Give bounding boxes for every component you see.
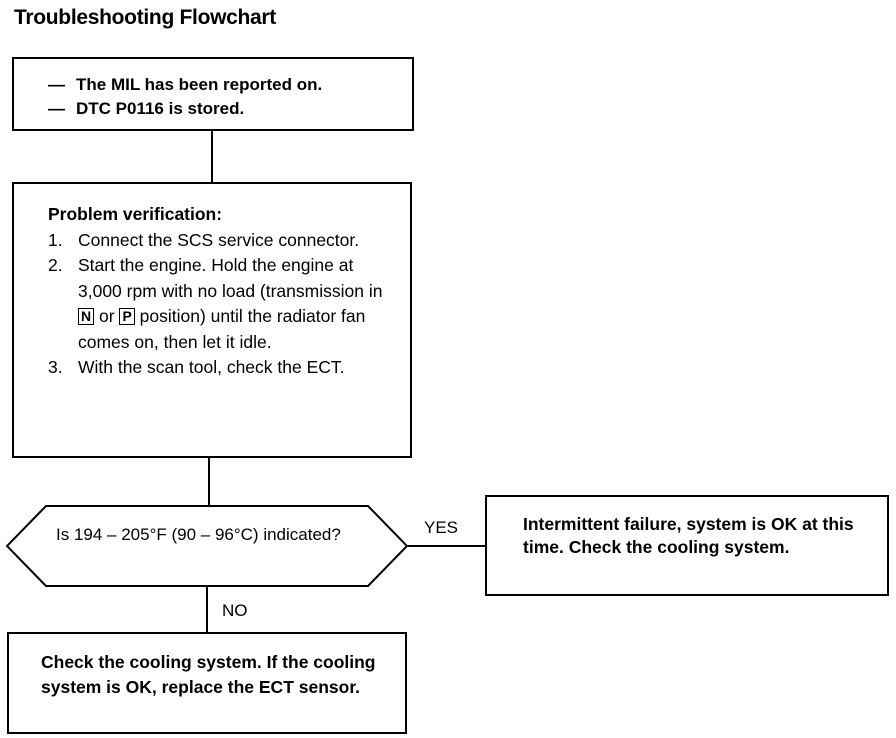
step-text: or: [99, 306, 115, 326]
yes-result-text: Intermittent failure, system is OK at th…: [523, 514, 854, 557]
step-item: 3. With the scan tool, check the ECT.: [48, 355, 388, 381]
flowchart-title: Troubleshooting Flowchart: [14, 6, 276, 29]
step-number: 2.: [48, 255, 63, 275]
dash-bullet: —: [48, 99, 65, 118]
step-item: 1. Connect the SCS service connector.: [48, 228, 388, 254]
dash-bullet: —: [48, 75, 65, 94]
step-text: Connect the SCS service connector.: [78, 229, 360, 250]
connector-decision-to-no-box: [206, 587, 208, 632]
connector-start-to-verification: [211, 131, 213, 182]
no-label: NO: [222, 601, 248, 620]
start-line: — DTC P0116 is stored.: [48, 97, 412, 121]
no-result-text: Check the cooling system. If the cooling…: [41, 652, 376, 697]
step-number: 1.: [48, 229, 63, 250]
connector-verification-to-decision: [208, 458, 210, 505]
step-number: 3.: [48, 357, 63, 377]
start-line: — The MIL has been reported on.: [48, 73, 412, 97]
verification-heading: Problem verification:: [48, 204, 223, 224]
verification-box: Problem verification: 1. Connect the SCS …: [12, 182, 412, 458]
step-text: With the scan tool, check the ECT.: [78, 357, 345, 377]
yes-label: YES: [424, 518, 459, 537]
connector-decision-to-yes-box: [408, 545, 485, 547]
gear-n-key: N: [78, 308, 95, 325]
verification-steps: 1. Connect the SCS service connector. 2. S…: [48, 228, 388, 381]
start-box: — The MIL has been reported on. — DTC P011…: [12, 57, 414, 131]
step-item: 2. Start the engine. Hold the engine at 3…: [48, 253, 388, 355]
start-line-text: DTC P0116 is stored.: [76, 99, 245, 118]
no-result-box: Check the cooling system. If the cooling…: [7, 632, 407, 734]
yes-result-box: Intermittent failure, system is OK at th…: [485, 495, 889, 596]
step-text: Start the engine. Hold the engine at 3,0…: [78, 255, 383, 301]
decision-shape: [6, 505, 408, 587]
gear-p-key: P: [119, 308, 135, 325]
start-line-text: The MIL has been reported on.: [76, 75, 323, 94]
step-text: position) until the radiator fan comes o…: [78, 306, 366, 352]
decision-question: Is 194 – 205°F (90 – 96°C) indicated?: [56, 525, 341, 544]
